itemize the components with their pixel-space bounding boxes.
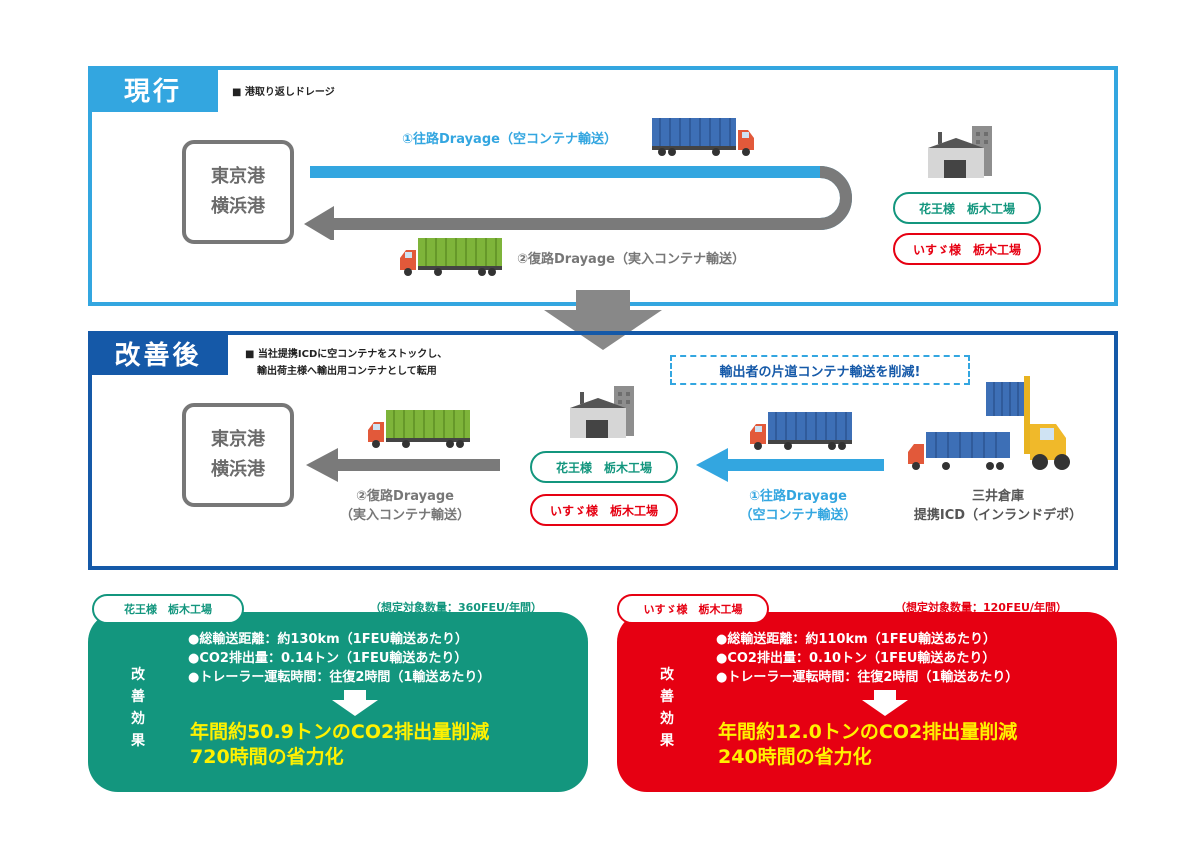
isuzu-headline: 年間約12.0トンのCO2排出量削減 240時間の省力化: [718, 720, 1017, 770]
effect-char: 善: [131, 689, 145, 705]
transition-down-arrow-icon: [544, 290, 662, 350]
isuzu-effect-label: 改 善 効 果: [657, 664, 677, 752]
green-container-truck-icon: [400, 238, 502, 276]
kao-result-tag: 花王様 栃木工場: [92, 594, 244, 624]
improved-inbound-arrow: [306, 448, 500, 482]
improved-outbound-line2: （空コンテナ輸送）: [739, 508, 857, 523]
bullet-distance: ●総輸送距離：約110km（1FEU輸送あたり）: [716, 632, 997, 647]
improved-inbound-label: ②復路Drayage （実入コンテナ輸送）: [340, 487, 470, 525]
current-isuzu-pill: いすゞ様 栃木工場: [893, 233, 1041, 265]
bullet-co2: ●CO2排出量：0.10トン（1FEU輸送あたり）: [716, 651, 996, 666]
improved-outbound-arrow: [696, 448, 884, 482]
improved-note-line2: 輸出荷主様へ輸出用コンテナとして転用: [257, 366, 437, 377]
kao-annual-volume: （想定対象数量：360FEU/年間）: [370, 601, 542, 614]
down-arrow-icon: [862, 690, 908, 716]
depot-forklift-truck-icon: [908, 376, 1070, 470]
bullet-driving-time: ●トレーラー運転時間：往復2時間（1輸送あたり）: [716, 670, 1019, 685]
current-tab: 現行: [88, 66, 218, 112]
current-port-box: 東京港 横浜港: [182, 140, 294, 244]
current-kao-pill: 花王様 栃木工場: [893, 192, 1041, 224]
improved-tab: 改善後: [88, 331, 228, 375]
inbound-route-line: [330, 166, 852, 230]
depot-line2: 提携ICD（インランドデポ）: [913, 508, 1083, 523]
depot-line1: 三井倉庫: [971, 489, 1024, 504]
improved-panel: [88, 331, 1118, 570]
port-name-line1: 東京港: [211, 429, 265, 450]
reduction-banner: 輸出者の片道コンテナ輸送を削減!: [670, 355, 970, 385]
inbound-arrowhead: [304, 206, 334, 240]
current-note: ■ 港取り返しドレージ: [232, 87, 335, 98]
kao-bullets: ●総輸送距離：約130km（1FEU輸送あたり） ●CO2排出量：0.14トン（…: [188, 630, 490, 687]
current-inbound-label: ②復路Drayage（実入コンテナ輸送）: [517, 252, 745, 267]
improved-inbound-line2: （実入コンテナ輸送）: [340, 508, 471, 523]
down-arrow-icon: [332, 690, 378, 716]
improved-inbound-line1: ②復路Drayage: [356, 489, 454, 504]
kao-headline: 年間約50.9トンのCO2排出量削減 720時間の省力化: [190, 720, 489, 770]
improved-outbound-label: ①往路Drayage （空コンテナ輸送）: [738, 487, 858, 525]
depot-label: 三井倉庫 提携ICD（インランドデポ）: [900, 487, 1096, 525]
co2-reduction-headline: 年間約50.9トンのCO2排出量削減: [190, 721, 490, 743]
green-container-truck-icon: [368, 410, 470, 448]
current-outbound-label: ①往路Drayage（空コンテナ輸送）: [402, 132, 617, 147]
labor-saving-headline: 720時間の省力化: [190, 746, 344, 768]
effect-char: 果: [131, 733, 145, 749]
effect-char: 果: [660, 733, 674, 749]
isuzu-bullets: ●総輸送距離：約110km（1FEU輸送あたり） ●CO2排出量：0.10トン（…: [716, 630, 1018, 687]
current-route-arrow: [304, 166, 852, 240]
effect-char: 善: [660, 689, 674, 705]
effect-char: 効: [660, 711, 674, 727]
blue-container-truck-icon: [652, 118, 754, 156]
bullet-co2: ●CO2排出量：0.14トン（1FEU輸送あたり）: [188, 651, 468, 666]
port-name-line2: 横浜港: [211, 196, 265, 217]
factory-icon: [928, 126, 992, 178]
effect-char: 改: [131, 667, 145, 683]
port-name-line2: 横浜港: [211, 459, 265, 480]
improved-kao-pill: 花王様 栃木工場: [530, 451, 678, 483]
improved-port-box: 東京港 横浜港: [182, 403, 294, 507]
improved-outbound-line1: ①往路Drayage: [749, 489, 847, 504]
port-name-line1: 東京港: [211, 166, 265, 187]
co2-reduction-headline: 年間約12.0トンのCO2排出量削減: [718, 721, 1018, 743]
bullet-distance: ●総輸送距離：約130km（1FEU輸送あたり）: [188, 632, 469, 647]
improved-isuzu-pill: いすゞ様 栃木工場: [530, 494, 678, 526]
labor-saving-headline: 240時間の省力化: [718, 746, 872, 768]
effect-char: 改: [660, 667, 674, 683]
outbound-route-line: [310, 166, 852, 230]
effect-char: 効: [131, 711, 145, 727]
improved-note: ■ 当社提携ICDに空コンテナをストックし、 輸出荷主様へ輸出用コンテナとして転…: [245, 346, 447, 380]
kao-effect-label: 改 善 効 果: [128, 664, 148, 752]
isuzu-result-tag: いすゞ様 栃木工場: [617, 594, 769, 624]
bullet-driving-time: ●トレーラー運転時間：往復2時間（1輸送あたり）: [188, 670, 491, 685]
improved-note-line1: ■ 当社提携ICDに空コンテナをストックし、: [245, 349, 448, 360]
blue-container-truck-icon: [750, 412, 852, 450]
isuzu-annual-volume: （想定対象数量：120FEU/年間）: [895, 601, 1067, 614]
factory-icon: [570, 386, 634, 438]
